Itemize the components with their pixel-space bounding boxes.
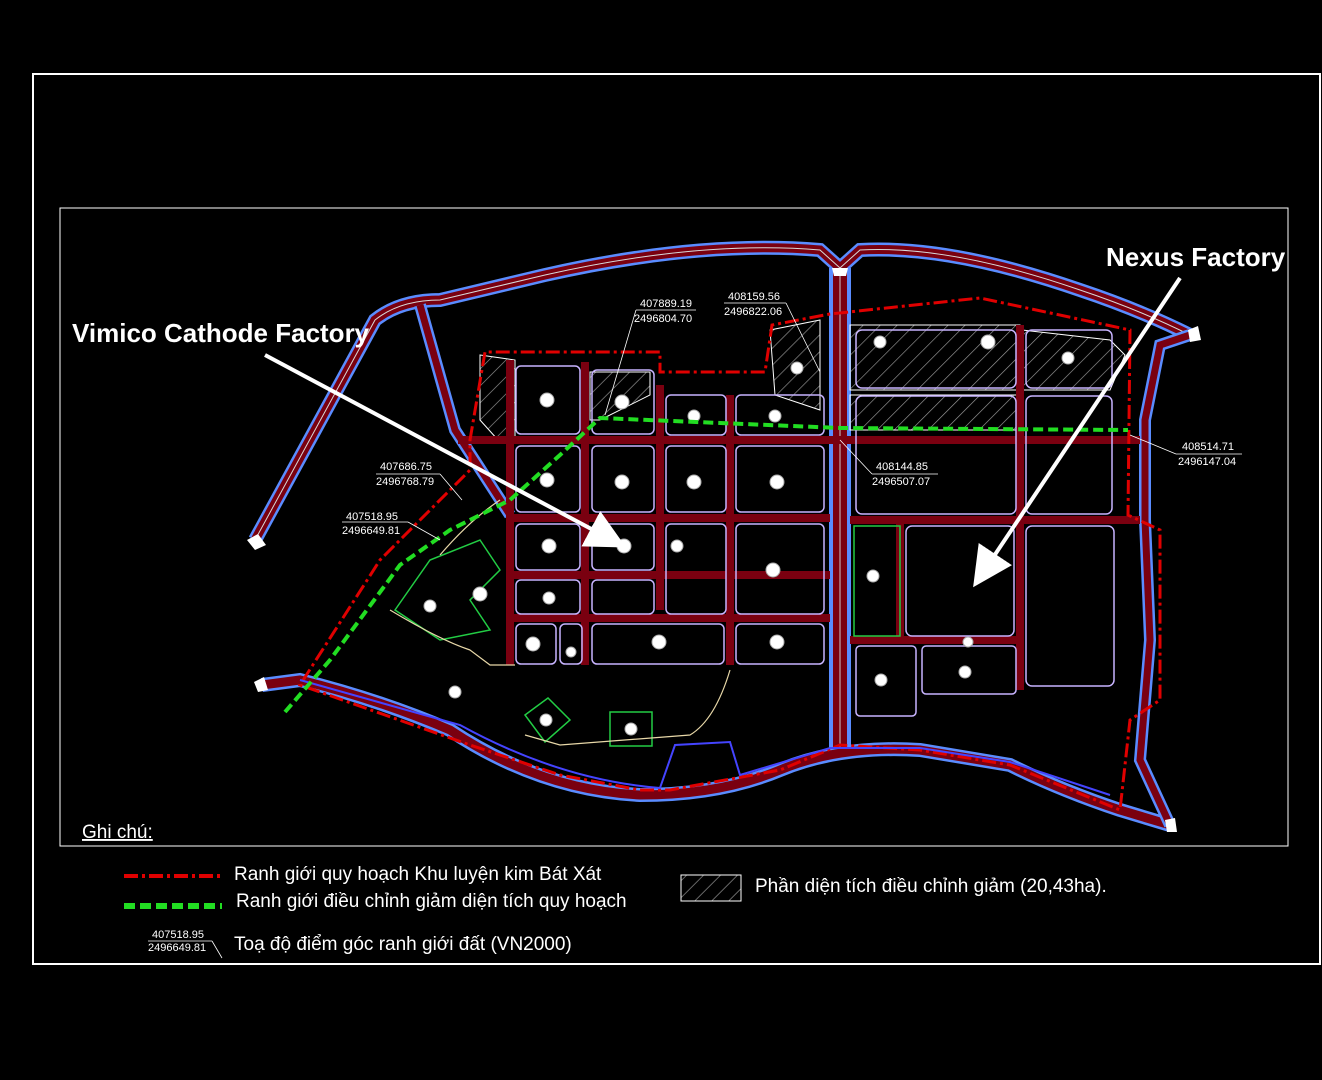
- ring-road-north: [248, 240, 1194, 544]
- coord-6-n: 2496147.04: [1178, 456, 1236, 468]
- legend-reduction-boundary-text: Ranh giới điều chỉnh giảm diện tích quy …: [236, 891, 627, 912]
- coord-5-e: 408144.85: [876, 461, 928, 473]
- coord-1-e: 407889.19: [640, 298, 692, 310]
- coord-2-e: 408159.56: [728, 291, 780, 303]
- legend-coord-text: Toạ độ điểm góc ranh giới đất (VN2000): [234, 934, 572, 955]
- legend-coord-sample-e: 407518.95: [152, 929, 204, 941]
- coord-6: 408514.71 2496147.04: [1129, 434, 1242, 468]
- plan-boundary-line: [297, 296, 1162, 813]
- legend-hatch-text: Phần diện tích điều chỉnh giảm (20,43ha)…: [755, 876, 1107, 897]
- coord-5: 408144.85 2496507.07: [839, 439, 938, 488]
- annotation-arrows: [264, 276, 1182, 588]
- plot-markers: [423, 334, 1075, 736]
- road-west: [414, 303, 516, 519]
- coord-3-n: 2496768.79: [376, 476, 434, 488]
- south-boundary-line: [299, 679, 1111, 796]
- green-plots: [393, 525, 901, 747]
- nexus-factory-label: Nexus Factory: [1106, 242, 1286, 272]
- coordinate-labels: 407889.19 2496804.70 408159.56 2496822.0…: [342, 291, 1242, 541]
- ring-road-south: [261, 672, 1173, 832]
- coord-3-e: 407686.75: [380, 461, 432, 473]
- access-lanes: [389, 499, 731, 746]
- road-central: [829, 268, 851, 748]
- outer-frame: [32, 73, 1321, 965]
- legend-title: Ghi chú:: [82, 822, 153, 843]
- coord-1: 407889.19 2496804.70: [604, 298, 696, 416]
- coord-3: 407686.75 2496768.79: [376, 461, 463, 501]
- coord-6-e: 408514.71: [1182, 441, 1234, 453]
- road-east: [1133, 329, 1192, 828]
- coord-2-n: 2496822.06: [724, 306, 782, 318]
- coord-4-e: 407518.95: [346, 511, 398, 523]
- legend-plan-boundary-text: Ranh giới quy hoạch Khu luyện kim Bát Xá…: [234, 864, 602, 885]
- coord-4-n: 2496649.81: [342, 525, 400, 537]
- vimico-factory-label: Vimico Cathode Factory: [72, 318, 370, 348]
- reduction-boundary-line: [283, 415, 1129, 714]
- coord-4: 407518.95 2496649.81: [342, 511, 441, 541]
- legend: Ghi chú: Ranh giới quy hoạch Khu luyện k…: [82, 822, 1107, 959]
- legend-hatch-swatch: [680, 874, 742, 902]
- legend-coord-sample-n: 2496649.81: [148, 942, 206, 954]
- drawing-frame: [59, 207, 1289, 847]
- road-end-markers: [247, 268, 1201, 832]
- coord-5-n: 2496507.07: [872, 476, 930, 488]
- coord-1-n: 2496804.70: [634, 313, 692, 325]
- coord-2: 408159.56 2496822.06: [724, 291, 821, 373]
- vimico-arrow: [264, 353, 627, 548]
- reduction-areas: [479, 319, 1126, 441]
- nexus-arrow: [973, 276, 1182, 588]
